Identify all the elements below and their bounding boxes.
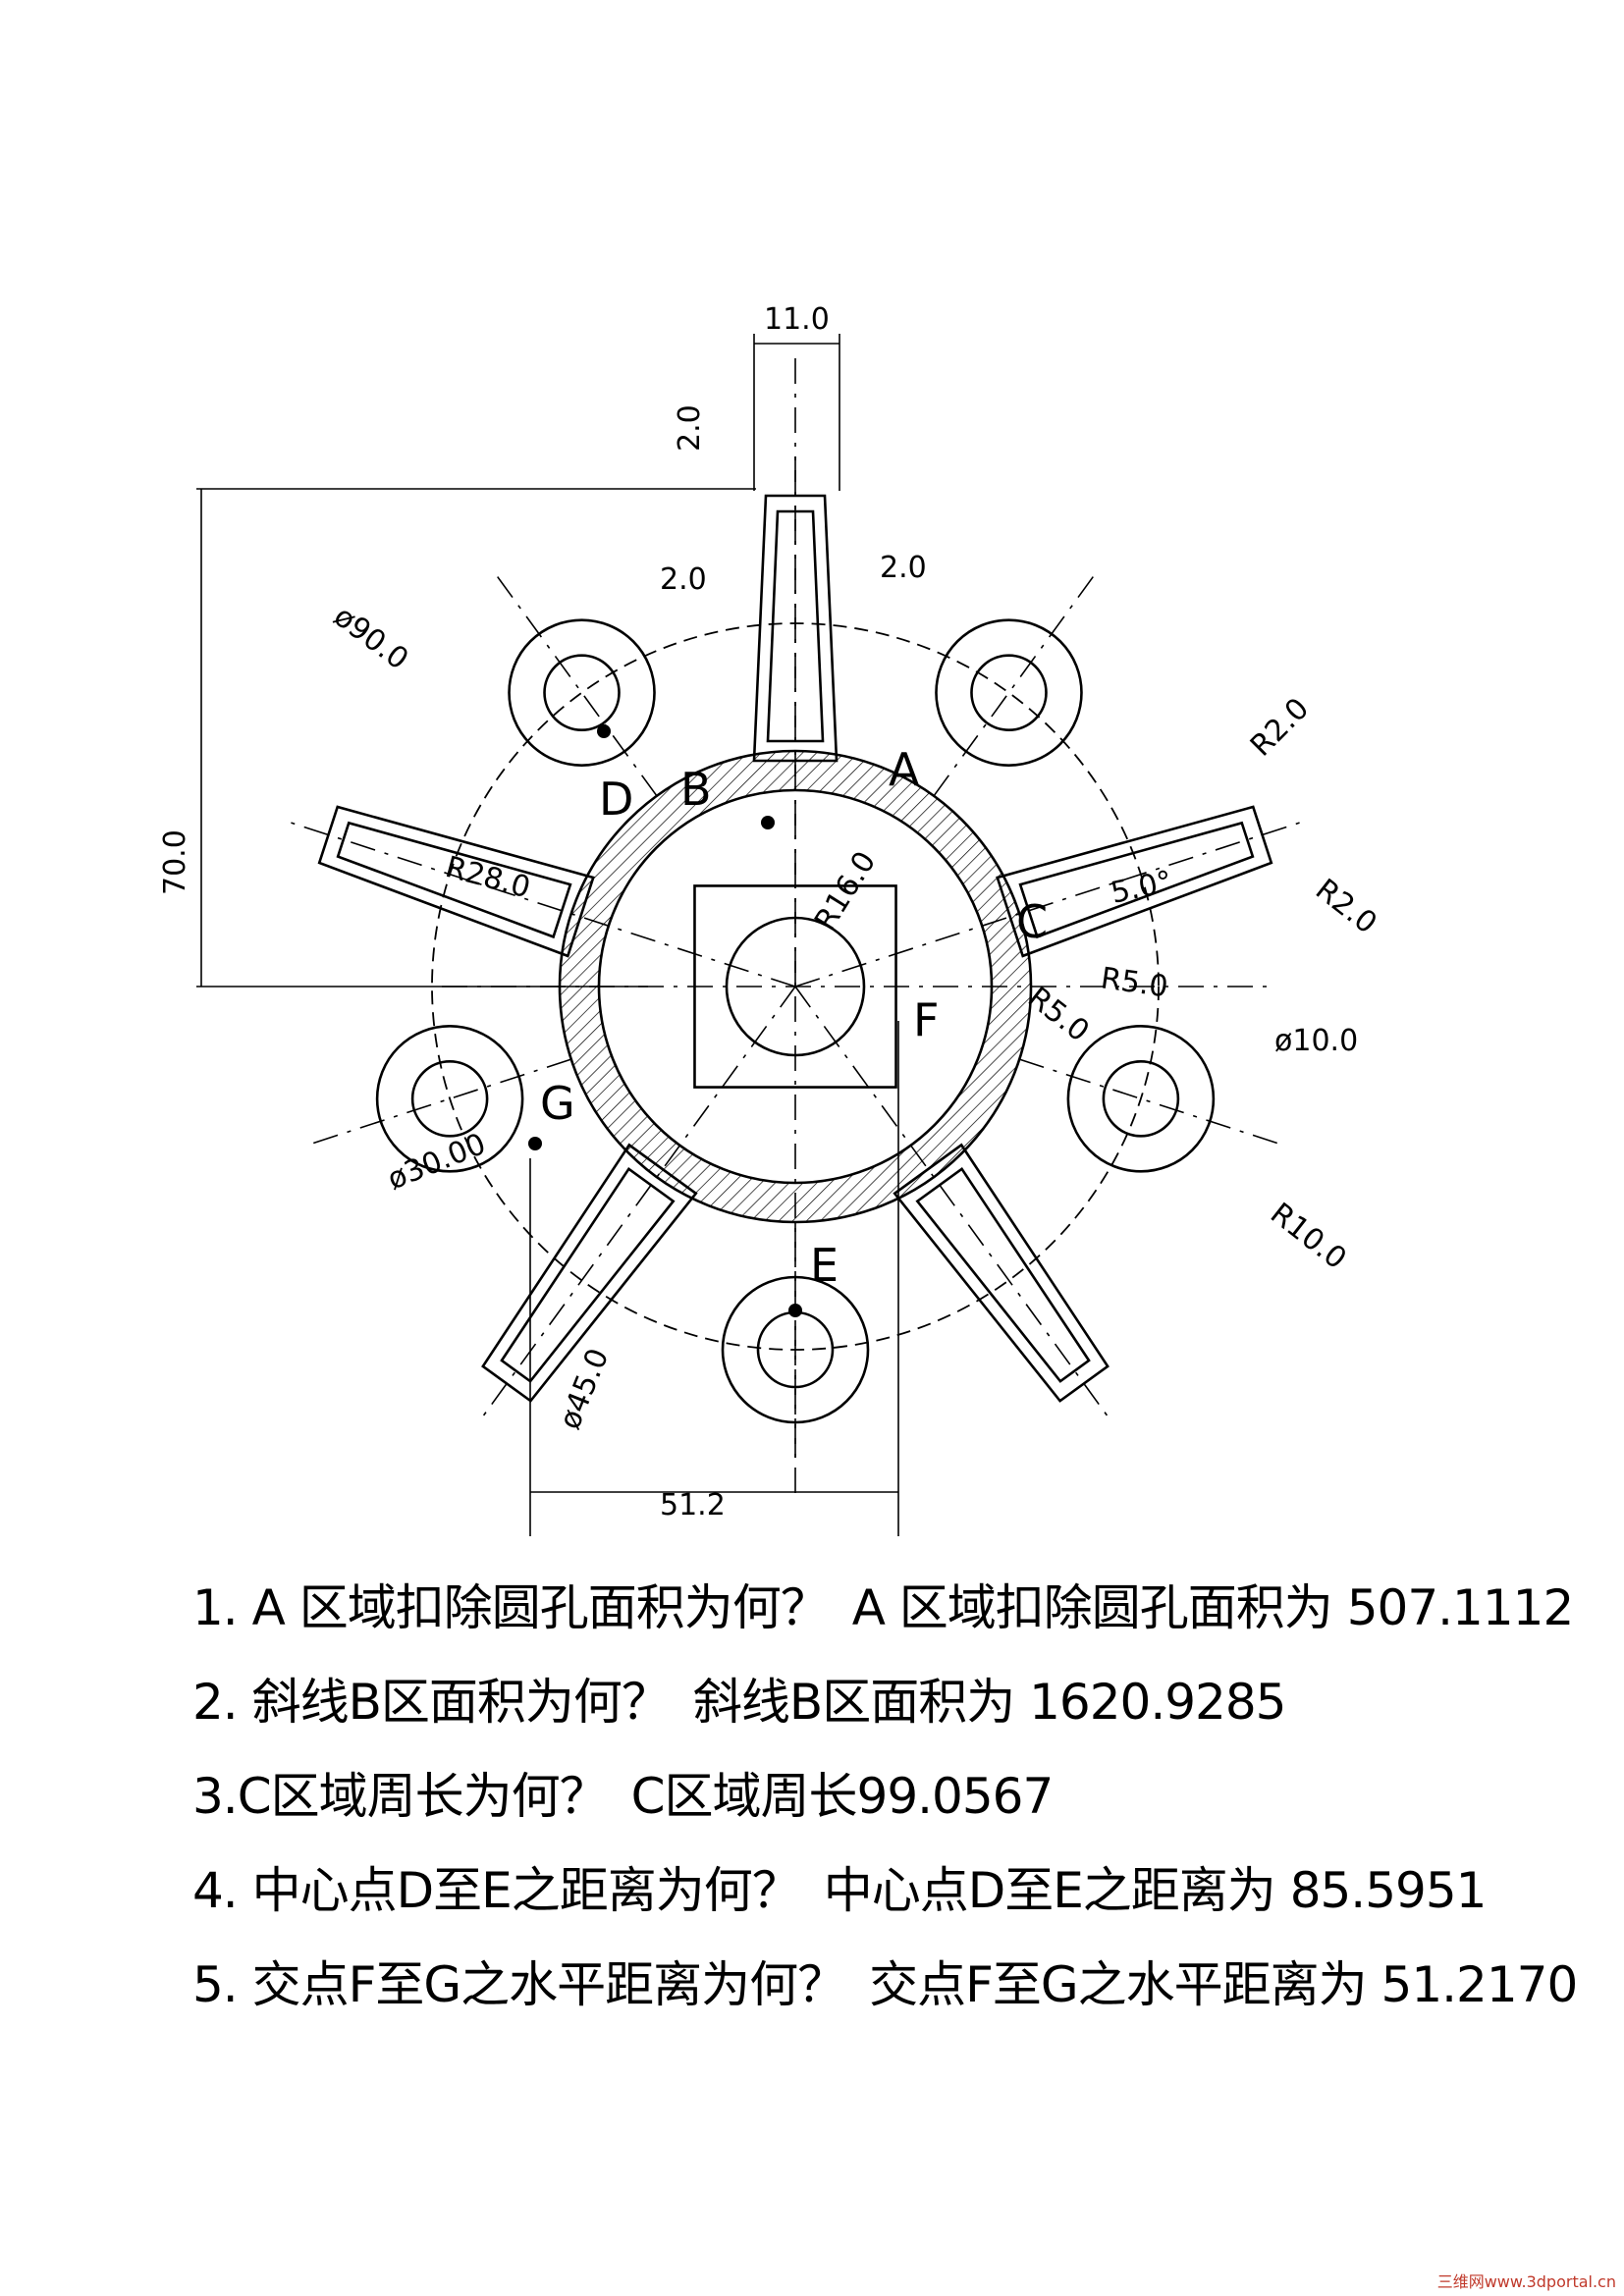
spoke-center-line: [482, 986, 796, 1416]
lug-center-line: [933, 572, 1097, 797]
dim-left-circle: ø30.00: [383, 1127, 491, 1198]
part-geometry: [196, 334, 1300, 1536]
question-row-5: 5. 交点F至G之水平距离为何？ 交点F至G之水平距离为 51.2170: [192, 1938, 1587, 2032]
dim-fillet-r5b: R5.0: [1021, 981, 1096, 1049]
dim-overall-height: 70.0: [158, 829, 192, 895]
marker-dot: [597, 724, 611, 738]
dim-horizontal-gap: 51.2: [660, 1488, 726, 1522]
question-text: 1. A 区域扣除圆孔面积为何？: [192, 1579, 830, 1636]
dim-hub-radius: R16.0: [808, 845, 883, 936]
dim-bottom-circle: ø45.0: [553, 1344, 616, 1434]
cad-drawing: A B C D E F G 11.0 2.0 2.0 2.0 70.0 ø90.…: [158, 302, 1383, 1536]
dim-pitch-diameter: ø90.0: [327, 599, 414, 676]
lug-center-line: [494, 572, 658, 797]
zone-label-a: A: [889, 743, 920, 796]
point-label-f: F: [913, 993, 939, 1046]
lug-hole: [410, 1060, 489, 1138]
zone-label-b: B: [680, 763, 712, 816]
zone-label-c: C: [1016, 895, 1048, 948]
spoke-inner: [1018, 821, 1255, 939]
lug-outline: [375, 1025, 524, 1173]
spoke-center-line: [794, 822, 1300, 988]
question-text: 5. 交点F至G之水平距离为何？: [192, 1956, 846, 2013]
spoke-inner: [915, 1166, 1091, 1383]
spoke-inner: [766, 509, 825, 743]
spoke-inner: [336, 821, 572, 939]
marker-dot: [528, 1137, 542, 1150]
zone-label-d: D: [599, 773, 633, 826]
spoke-outer: [893, 1143, 1110, 1403]
lug-hole: [970, 654, 1048, 731]
question-list: 1. A 区域扣除圆孔面积为何？ A 区域扣除圆孔面积为 507.1112 2. …: [192, 1561, 1587, 2032]
dim-top-width: 11.0: [764, 302, 830, 337]
spoke-outer: [996, 805, 1273, 958]
zone-label-e: E: [810, 1239, 839, 1292]
lug-hole: [543, 654, 621, 731]
dim-right-wall: 2.0: [880, 551, 927, 585]
spoke-outer: [752, 494, 839, 763]
lug-outline: [935, 618, 1083, 767]
lug-center-line: [309, 1058, 571, 1146]
dim-fillet-r5a: R5.0: [1099, 961, 1170, 1004]
answer-text: A 区域扣除圆孔面积为 507.1112: [851, 1579, 1575, 1636]
dim-right-tip-r1: R2.0: [1244, 691, 1316, 763]
question-text: 3.C区域周长为何？: [192, 1768, 609, 1825]
question-row-3: 3.C区域周长为何？ C区域周长99.0567: [192, 1749, 1587, 1843]
point-label-g: G: [540, 1077, 575, 1130]
dim-left-wall: 2.0: [660, 562, 707, 597]
watermark: 三维网www.3dportal.cn: [1436, 2272, 1616, 2291]
question-row-2: 2. 斜线B区面积为何？ 斜线B区面积为 1620.9285: [192, 1655, 1587, 1749]
spoke-center-line: [794, 986, 1109, 1416]
question-text: 2. 斜线B区面积为何？: [192, 1674, 671, 1731]
dim-lug-radius: R10.0: [1264, 1197, 1353, 1277]
lug-outline: [1066, 1025, 1216, 1173]
lug-center-line: [1019, 1058, 1281, 1146]
answer-text: 交点F至G之水平距离为 51.2170: [869, 1956, 1578, 2013]
marker-dot: [761, 816, 775, 829]
lug-outline: [508, 618, 656, 767]
question-row-4: 4. 中心点D至E之距离为何？ 中心点D至E之距离为 85.5951: [192, 1843, 1587, 1938]
spoke-center-line: [291, 822, 796, 988]
dim-tip-height: 2.0: [673, 404, 707, 452]
inner-square: [693, 884, 897, 1089]
dim-right-tip-r2: R2.0: [1309, 873, 1383, 941]
spoke-outer: [317, 805, 595, 958]
dim-hole-diameter: ø10.0: [1274, 1024, 1358, 1058]
answer-text: C区域周长99.0567: [630, 1768, 1055, 1825]
answer-text: 中心点D至E之距离为 85.5951: [823, 1862, 1488, 1919]
marker-dot: [788, 1304, 802, 1317]
answer-text: 斜线B区面积为 1620.9285: [692, 1674, 1287, 1731]
lug-hole: [1102, 1060, 1180, 1138]
question-text: 4. 中心点D至E之距离为何？: [192, 1862, 801, 1919]
question-row-1: 1. A 区域扣除圆孔面积为何？ A 区域扣除圆孔面积为 507.1112: [192, 1561, 1587, 1655]
